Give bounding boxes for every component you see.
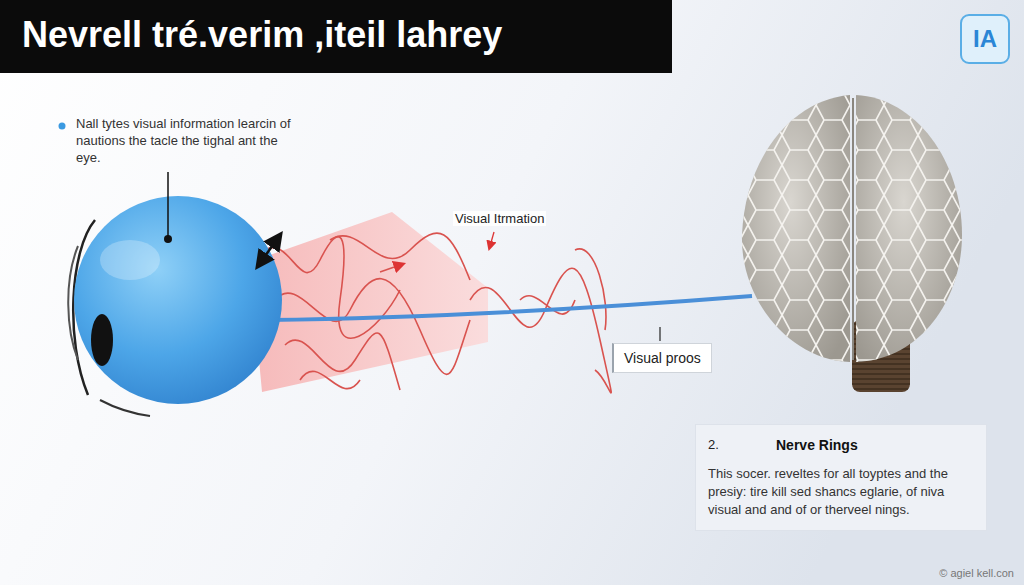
callout-number: 2. — [708, 437, 719, 452]
watermark: © agiel kell.con — [939, 567, 1014, 579]
title-bar: Nevrell tré.verim ,iteil lahrey — [0, 0, 672, 73]
panel-heading: Nerve Rings — [776, 437, 974, 453]
app-icon: IA — [960, 14, 1010, 64]
title-text: Nevrell tré.verim ,iteil lahrey — [22, 14, 502, 56]
info-panel: 2. Nerve RingsThis socer. reveltes for al… — [695, 424, 987, 531]
panel-body: This socer. reveltes for all toyptes and… — [708, 465, 974, 520]
icon-text: IA — [973, 25, 997, 53]
part-label: Visual Itrmation — [453, 211, 546, 226]
note-text: Nall tytes visual information learcin of… — [76, 116, 291, 167]
process-box: Visual proos — [612, 343, 712, 373]
box-label: Visual proos — [624, 350, 701, 366]
